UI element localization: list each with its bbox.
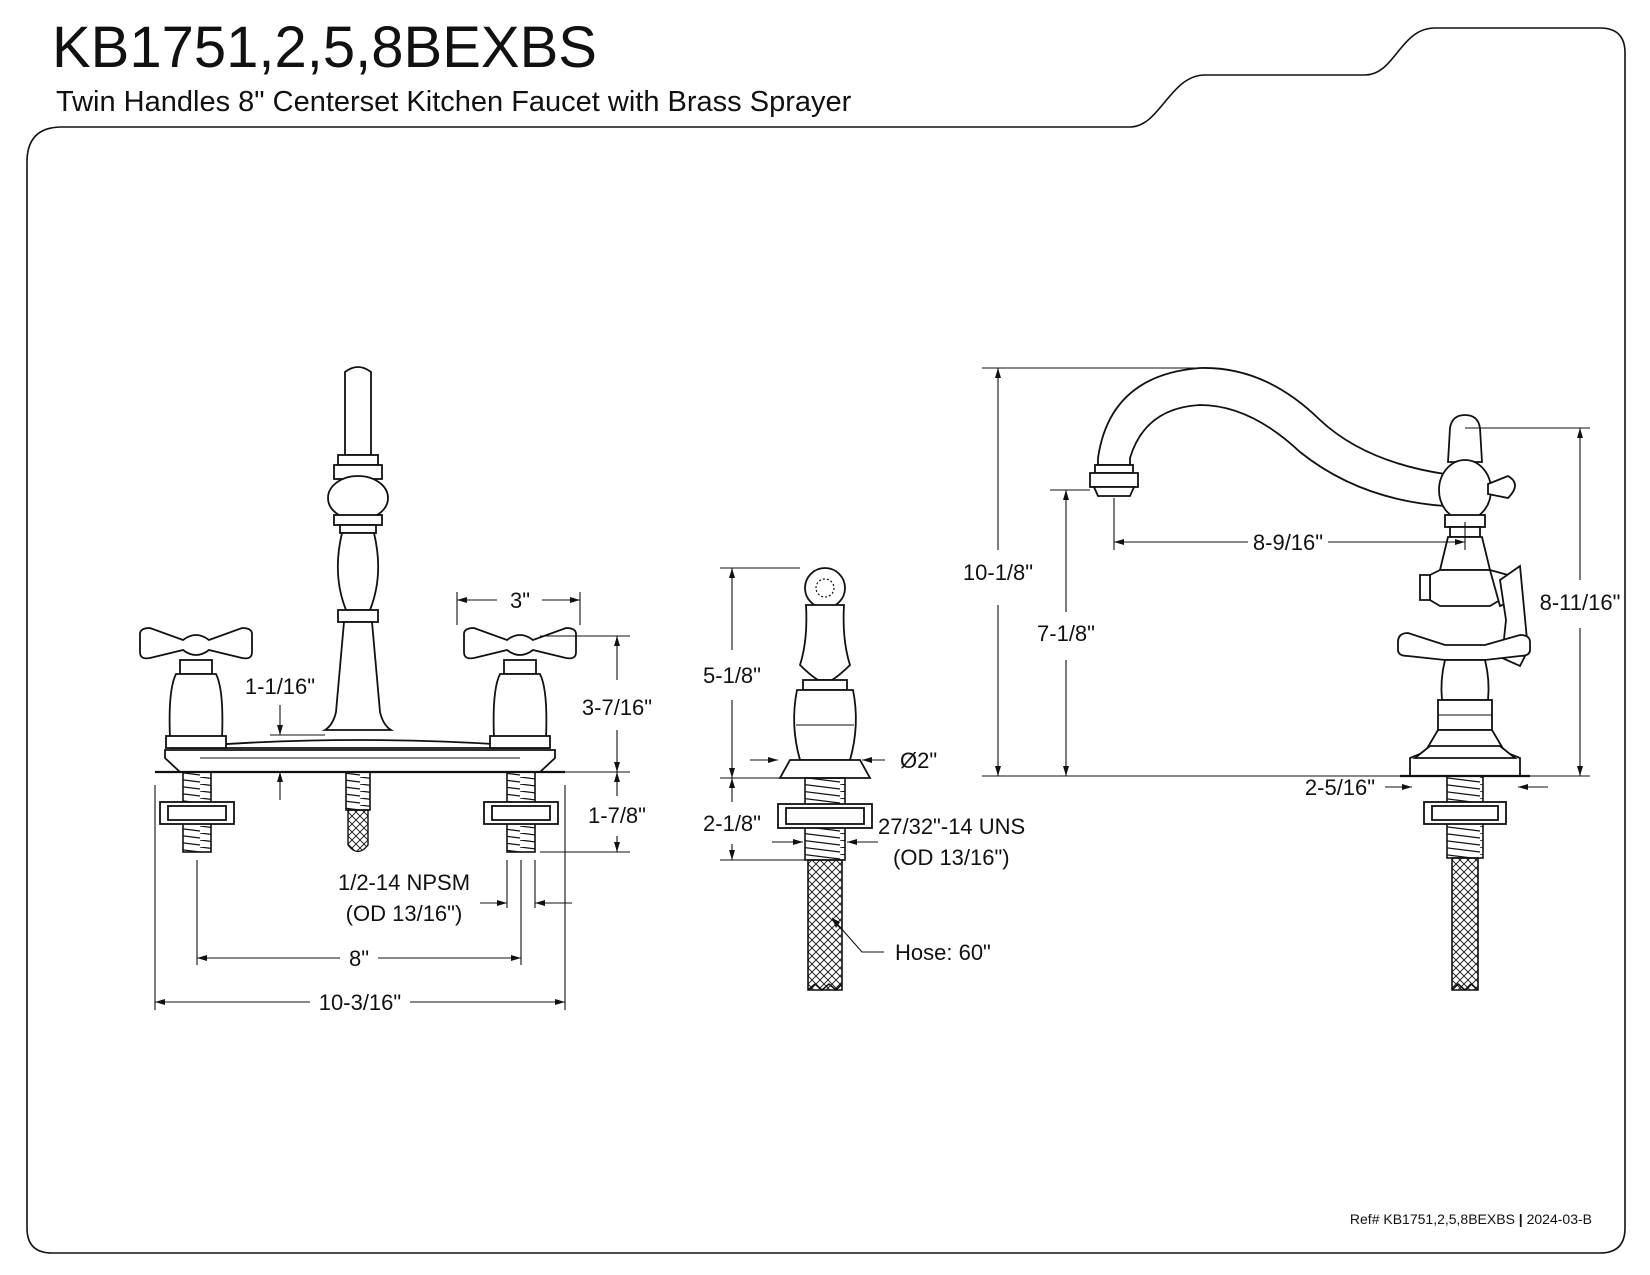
dim-spout-reach: 8-9/16" (1253, 530, 1323, 555)
dim-spout-base: 1-1/16" (245, 674, 315, 699)
dim-handle-height: 3-7/16" (582, 695, 652, 720)
dim-handle-spacing: 3" (510, 588, 530, 613)
dim-overall-width: 10-3/16" (319, 990, 401, 1015)
dim-centers: 8" (349, 946, 369, 971)
deck-plate (164, 749, 556, 773)
footer-ref: Ref# KB1751,2,5,8BEXBS | 2024-03-B (1350, 1211, 1592, 1227)
dim-shank-length: 1-7/8" (588, 803, 646, 828)
dim-thread-front: 1/2-14 NPSM (338, 870, 470, 895)
dim-sprayer-shank: 2-1/8" (703, 811, 761, 836)
front-view: 3" 3-7/16" 1-7/8" 1-1/16" 1/2-14 NPSM (O… (139, 366, 652, 1015)
sprayer-view: 5-1/8" 2-1/8" Ø2" 27/32"-14 UNS (OD 13/1… (703, 567, 1025, 992)
dim-sprayer-diameter: Ø2" (900, 748, 937, 773)
product-subtitle: Twin Handles 8" Centerset Kitchen Faucet… (56, 86, 852, 118)
dim-spout-height: 7-1/8" (1037, 621, 1095, 646)
dim-sprayer-thread-od: (OD 13/16") (893, 845, 1010, 870)
dim-total-height: 10-1/8" (963, 560, 1033, 585)
left-handle-front (139, 627, 253, 749)
dim-sprayer-height: 5-1/8" (703, 663, 761, 688)
dim-thread-od-front: (OD 13/16") (346, 901, 463, 926)
right-handle-front (463, 627, 577, 749)
dim-handle-height-side: 8-11/16" (1540, 590, 1621, 615)
side-view: 10-1/8" 7-1/8" 8-9/16" 8-11/16" 2-5/16" (963, 367, 1621, 992)
sheet-border (26, 27, 1626, 1254)
dim-sprayer-thread: 27/32"-14 UNS (878, 814, 1025, 839)
dim-base-depth: 2-5/16" (1305, 775, 1375, 800)
spout-front (321, 366, 395, 731)
dim-hose-length: Hose: 60" (895, 940, 991, 965)
model-title: KB1751,2,5,8BEXBS (52, 15, 597, 80)
